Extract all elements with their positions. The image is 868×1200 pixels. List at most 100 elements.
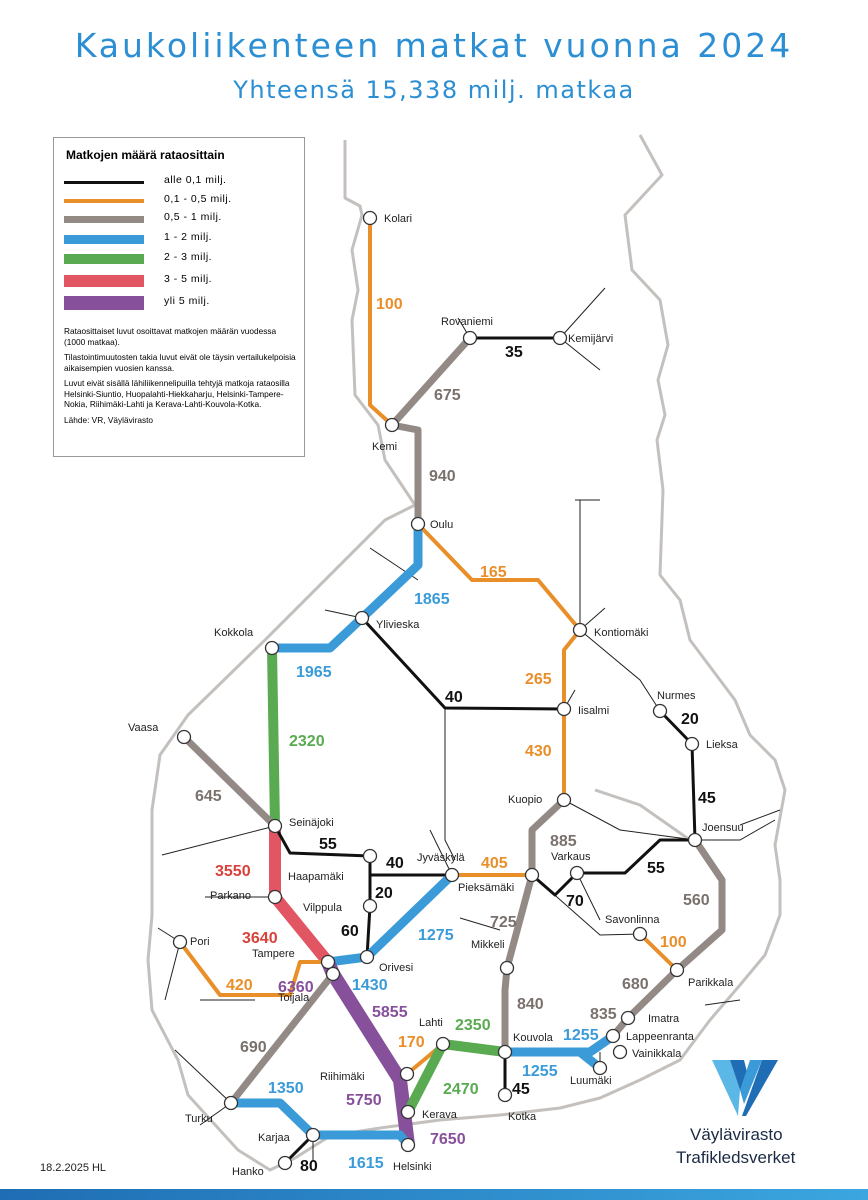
route-value-seinajoki-haapamaki: 55 [319, 836, 337, 853]
station-seinajoki-marker [267, 818, 283, 834]
route-value-seinajoki-tampere: 3550 [215, 863, 251, 880]
route-value-kouvola-luumaki: 1255 [522, 1063, 558, 1080]
station-kemijarvi-label: Kemijärvi [568, 333, 613, 345]
station-toijala-label: Toijala [278, 992, 310, 1004]
route-value-kuopio-pieksamaki: 885 [550, 833, 577, 850]
station-lieksa-label: Lieksa [706, 739, 739, 751]
route-value-pieksamaki-mikkeli: 725 [490, 914, 517, 931]
route-segment [638, 932, 679, 972]
route-value-ylivieska-iisalmi: 40 [445, 689, 463, 706]
legend-note: Tilastointimuutosten takia luvut eivät o… [64, 352, 296, 373]
station-kontiomaki-marker [572, 622, 588, 638]
legend-box: Matkojen määrä rataosittain alle 0,1 mil… [53, 137, 305, 457]
station-labels: KolariRovaniemiKemijärviKemiOuluKontiomä… [128, 213, 744, 1178]
station-helsinki-marker [400, 1137, 416, 1153]
footer-date: 18.2.2025 HL [40, 1162, 107, 1174]
network-line [429, 829, 453, 876]
station-lappeenranta-marker [605, 1028, 621, 1044]
station-parkano-marker [267, 889, 283, 905]
route-segment [180, 733, 279, 830]
route-segment [273, 824, 454, 877]
legend-label: 1 - 2 milj. [164, 231, 213, 243]
route-value-haapamaki-vilppula: 20 [375, 885, 393, 902]
station-nurmes-label: Nurmes [657, 690, 696, 702]
route-value-mikkeli-kouvola: 840 [517, 996, 544, 1013]
route-value-iisalmi-kuopio: 430 [525, 743, 552, 760]
route-value-lieksa-joensuu: 45 [698, 790, 716, 807]
network-line [576, 872, 601, 921]
station-haapamaki-label: Haapamäki [288, 871, 344, 883]
station-pori-label: Pori [190, 936, 210, 948]
station-vilppula-marker [362, 898, 378, 914]
legend-source: Lähde: VR, Väylävirasto [64, 414, 154, 425]
network-line [164, 941, 181, 1001]
station-lieksa-marker [684, 736, 700, 752]
station-vainikkala-marker [612, 1044, 628, 1060]
station-tampere-marker [320, 954, 336, 970]
station-savonlinna-label: Savonlinna [605, 914, 660, 926]
station-luumaki-marker [592, 1060, 608, 1076]
logo-text: Väylävirasto [690, 1125, 783, 1144]
route-value-kerava-lahti: 2470 [443, 1081, 479, 1098]
route-value-parikkala-imatra: 680 [622, 976, 649, 993]
route-value-kouvola-kotka: 45 [512, 1081, 530, 1098]
route-value-kouvola-lappeenranta: 1255 [563, 1027, 599, 1044]
station-kerava-marker [400, 1104, 416, 1120]
network-line [531, 874, 641, 936]
station-iisalmi-label: Iisalmi [578, 705, 609, 717]
station-riihimaki-marker [399, 1066, 415, 1082]
station-parkano-label: Parkano [210, 890, 251, 902]
station-luumaki-label: Luumäki [570, 1075, 612, 1087]
route-value-oulu-ylivieska: 1865 [414, 591, 450, 608]
route-segment [403, 1039, 448, 1117]
route-value-jyvaskyla-pieksamaki: 405 [481, 855, 508, 872]
station-helsinki-label: Helsinki [393, 1161, 432, 1173]
station-toijala-marker [325, 966, 341, 982]
station-lappeenranta-label: Lappeenranta [626, 1031, 695, 1043]
page-title: Kaukoliikenteen matkat vuonna 2024 [74, 26, 794, 65]
station-nurmes-marker [652, 703, 668, 719]
station-rovaniemi-marker [462, 330, 478, 346]
station-vilppula-label: Vilppula [303, 902, 343, 914]
station-lahti-marker [435, 1036, 451, 1052]
station-joensuu-marker [687, 832, 703, 848]
station-vainikkala-label: Vainikkala [632, 1048, 682, 1060]
route-value-pori-tampere: 420 [226, 977, 253, 994]
bottom-bar [0, 1189, 868, 1200]
route-value-oulu-kontiomaki: 165 [480, 564, 507, 581]
route-segment [658, 709, 697, 842]
station-kotka-label: Kotka [508, 1111, 537, 1123]
station-kontiomaki-label: Kontiomäki [594, 627, 648, 639]
station-imatra-label: Imatra [648, 1013, 680, 1025]
station-haapamaki-marker [362, 848, 378, 864]
route-value-lahti-kouvola: 2350 [455, 1017, 491, 1034]
route-value-riihimaki-helsinki: 7650 [430, 1131, 466, 1148]
route-segment [500, 1047, 605, 1073]
station-iisalmi-marker [556, 701, 572, 717]
station-oulu-marker [410, 516, 426, 532]
route-value-kemi-rovaniemi: 675 [434, 387, 461, 404]
station-varkaus-label: Varkaus [551, 851, 591, 863]
route-value-vaasa-seinajoki: 645 [195, 788, 222, 805]
legend-swatch [64, 254, 144, 264]
station-kolari-marker [362, 210, 378, 226]
route-value-karjaa-riihimaki: 5750 [346, 1092, 382, 1109]
legend-label: yli 5 milj. [164, 295, 210, 307]
network-line [695, 819, 776, 841]
station-parikkala-marker [669, 962, 685, 978]
route-segment [416, 522, 582, 632]
route-segment [562, 628, 582, 802]
legend-swatch [64, 180, 144, 184]
route-segment [368, 216, 394, 427]
route-value-karjaa-helsinki: 1615 [348, 1155, 384, 1172]
legend-swatch [64, 275, 144, 287]
route-value-jyvaskyla-orivesi: 1275 [418, 927, 454, 944]
legend-note: Luvut eivät sisällä lähiliikennelipuilla… [64, 378, 290, 409]
route-value-karjaa-hanko: 80 [300, 1158, 318, 1175]
legend-swatch [64, 216, 144, 223]
station-vaasa-label: Vaasa [128, 722, 159, 734]
route-value-riihimaki-lahti: 170 [398, 1034, 425, 1051]
network-line [174, 1049, 232, 1104]
station-pieksamaki-label: Pieksämäki [458, 882, 514, 894]
